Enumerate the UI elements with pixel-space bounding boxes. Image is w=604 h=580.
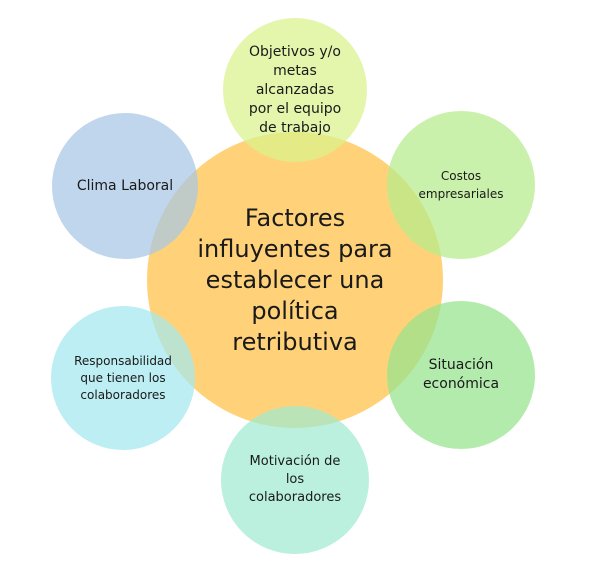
node-label-responsabilidad: Responsabilidad que tienen los colaborad… [74, 353, 172, 402]
node-circle-objetivos [223, 18, 367, 162]
node-circle-responsabilidad [51, 306, 195, 450]
center-circle [147, 132, 443, 428]
node-label-clima: Clima Laboral [76, 177, 174, 194]
node-label-situacion: Situación económica [422, 357, 500, 392]
node-circle-costos [387, 111, 535, 259]
node-circle-clima [52, 113, 198, 259]
node-circle-situacion [387, 301, 535, 449]
center-label: Factores influyentes para establecer una… [197, 203, 393, 356]
node-label-motivacion: Motivación de los colaboradores [248, 454, 342, 505]
node-label-costos: Costos empresariales [418, 169, 504, 201]
node-circle-motivacion [221, 406, 369, 554]
node-label-objetivos: Objetivos y/o metas alcanzadas por el eq… [248, 43, 342, 136]
